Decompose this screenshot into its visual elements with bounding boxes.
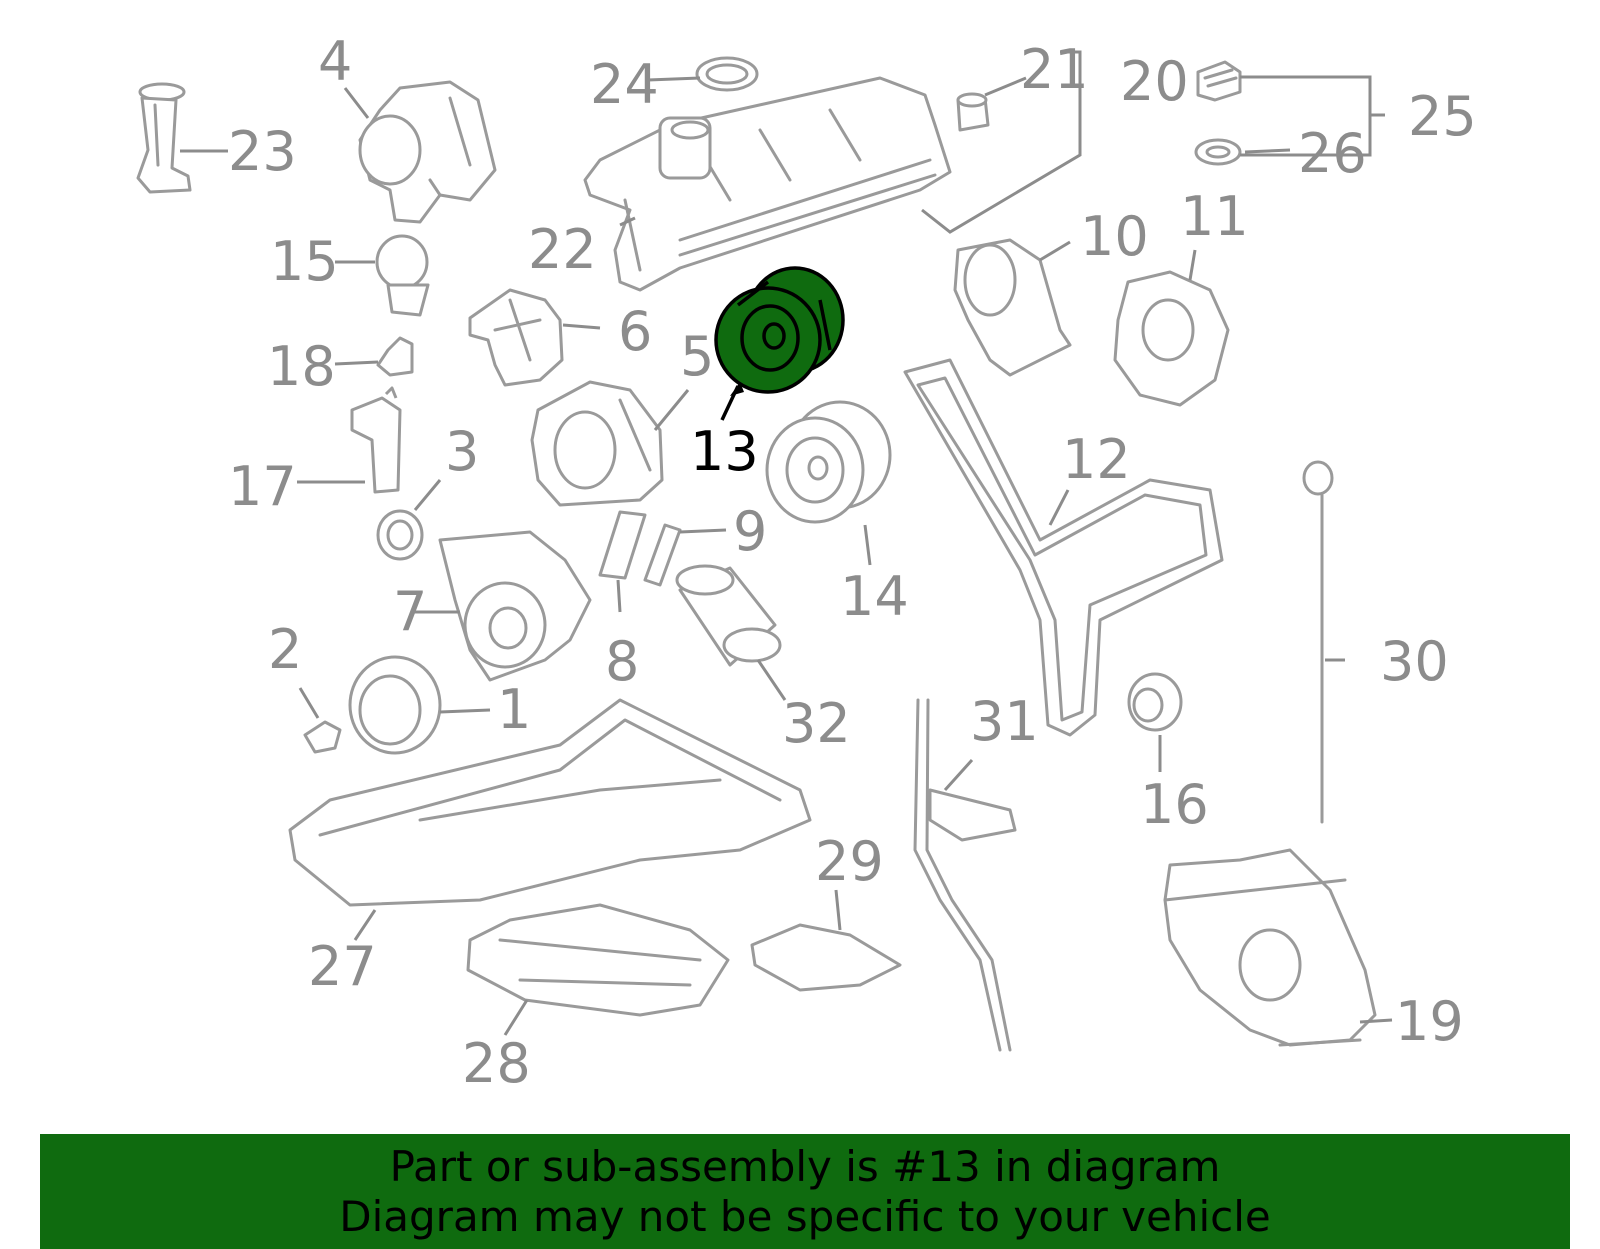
part-32-oil-filter[interactable] — [675, 564, 782, 667]
callout-24: 24 — [590, 53, 659, 116]
callout-9: 9 — [733, 500, 767, 563]
sprocket-13-front — [714, 286, 822, 394]
part-16-idler-pulley[interactable] — [1127, 672, 1183, 732]
callout-2: 2 — [268, 618, 302, 681]
part-7-water-pump[interactable] — [438, 530, 592, 682]
part-15-idler[interactable] — [375, 234, 430, 317]
callout-10: 10 — [1080, 205, 1149, 268]
callout-11: 11 — [1180, 185, 1249, 248]
part-12-timing-belt[interactable] — [903, 358, 1224, 737]
callout-29: 29 — [815, 830, 884, 893]
callout-7: 7 — [393, 580, 427, 643]
part-1-crank-pulley[interactable] — [348, 655, 442, 755]
callout-8: 8 — [605, 630, 639, 693]
callout-27: 27 — [308, 935, 377, 998]
callout-23: 23 — [228, 120, 297, 183]
callout-26: 26 — [1298, 122, 1367, 185]
callout-25: 25 — [1408, 85, 1477, 148]
callout-31: 31 — [970, 690, 1039, 753]
callout-12: 12 — [1062, 428, 1131, 491]
part-18-sensor[interactable] — [376, 336, 414, 377]
part-6-bracket[interactable] — [468, 288, 564, 387]
callout-13: 13 — [690, 420, 759, 483]
part-8-guide[interactable] — [598, 510, 647, 580]
callout-4: 4 — [318, 30, 352, 93]
part-29-baffle[interactable] — [750, 923, 902, 992]
callout-30: 30 — [1380, 630, 1449, 693]
callout-16: 16 — [1140, 773, 1209, 836]
callout-32: 32 — [782, 692, 851, 755]
callout-28: 28 — [462, 1032, 531, 1095]
part-20-oil-cap[interactable] — [1196, 60, 1242, 102]
callout-labels: 23 4 24 21 20 25 26 22 15 10 11 6 5 18 1… — [228, 30, 1477, 1095]
part-23-filler-neck[interactable] — [136, 82, 192, 194]
callout-18: 18 — [267, 335, 336, 398]
part-5-cover[interactable] — [530, 380, 664, 507]
part-27-oil-pan-upper[interactable] — [288, 698, 812, 907]
part-3-pulley[interactable] — [376, 509, 424, 561]
callout-17: 17 — [228, 455, 297, 518]
banner-line-2: Diagram may not be specific to your vehi… — [339, 1191, 1271, 1241]
callout-6: 6 — [618, 300, 652, 363]
part-10-housing[interactable] — [953, 238, 1072, 377]
part-22-valve-cover[interactable] — [583, 76, 952, 292]
part-26-cap-gasket[interactable] — [1194, 138, 1242, 166]
part-2-bolt[interactable] — [303, 720, 342, 754]
parts-diagram: 23 4 24 21 20 25 26 22 15 10 11 6 5 18 1… — [136, 30, 1477, 1095]
part-4-throttle-body[interactable] — [358, 80, 497, 224]
part-24-gasket[interactable] — [695, 56, 759, 92]
callout-3: 3 — [445, 420, 479, 483]
part-21-grommet[interactable] — [956, 92, 990, 132]
part-14-sprocket[interactable] — [765, 400, 892, 524]
info-banner: Part or sub-assembly is #13 in diagram D… — [40, 1134, 1570, 1249]
part-9-guide[interactable] — [643, 523, 682, 587]
callout-20: 20 — [1120, 50, 1189, 113]
callout-19: 19 — [1395, 990, 1464, 1053]
callout-22: 22 — [528, 218, 597, 281]
part-19-oil-pump[interactable] — [1163, 848, 1377, 1047]
part-30-dipstick[interactable] — [1302, 460, 1334, 824]
part-31-dipstick-tube[interactable] — [913, 698, 1017, 1052]
banner-line-1: Part or sub-assembly is #13 in diagram — [389, 1141, 1221, 1191]
part-28-oil-pan-lower[interactable] — [466, 903, 730, 1017]
part-11-housing[interactable] — [1113, 270, 1230, 407]
callout-14: 14 — [840, 565, 909, 628]
callout-1: 1 — [497, 678, 531, 741]
part-17-sensor[interactable] — [350, 386, 402, 494]
callout-21: 21 — [1020, 38, 1089, 101]
part-13-camshaft-sprocket[interactable] — [714, 266, 845, 394]
leader-lines — [180, 50, 1393, 1036]
callout-5: 5 — [680, 325, 714, 388]
callout-15: 15 — [270, 230, 339, 293]
